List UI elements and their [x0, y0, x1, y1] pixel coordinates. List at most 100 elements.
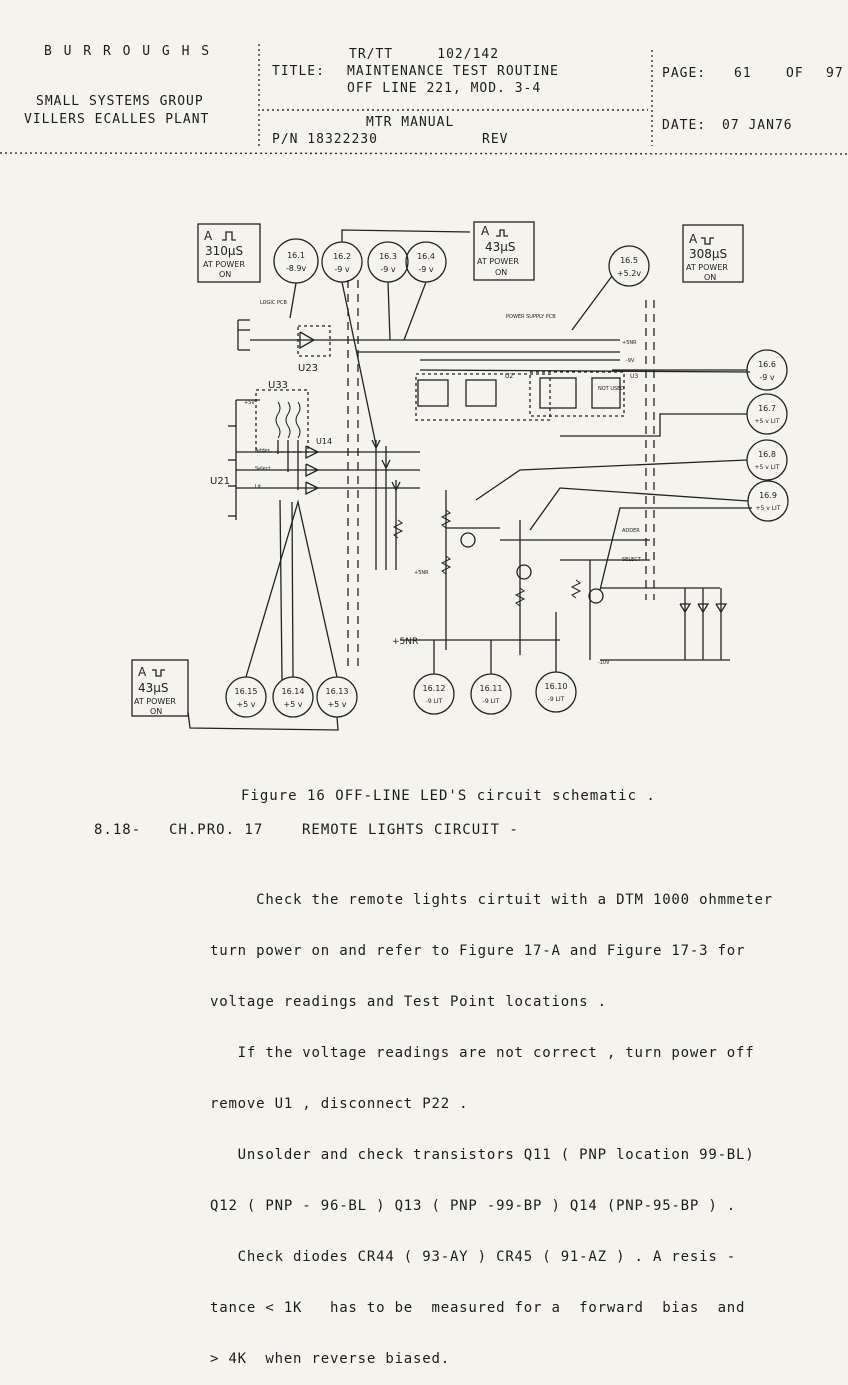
label-plus-5nr-small: +5NR: [414, 570, 429, 576]
label-pin-lit: Lit: [255, 484, 261, 490]
test-point-16-8-value: +5 v LIT: [755, 464, 780, 471]
label-plus-5nr-2: +5NR: [622, 340, 637, 346]
pulse-box-1-frame: [197, 223, 261, 283]
label-u33: U33: [268, 380, 288, 391]
pulse-box-3-note: AT POWER: [686, 263, 728, 272]
pulse-box-2-frame: [473, 221, 535, 281]
test-point-16-9-value: +5 v LIT: [756, 505, 781, 512]
section-title: REMOTE LIGHTS CIRCUIT -: [302, 822, 519, 838]
body-paragraph: Check the remote lights cirtuit with a D…: [210, 858, 773, 1385]
pulse-box-3-on: ON: [704, 273, 716, 282]
test-point-16-15-id: 16.15: [235, 687, 258, 696]
paragraph-line: remove U1 , disconnect P22 .: [210, 1096, 469, 1112]
test-point-16-15-value: +5 v: [236, 700, 255, 709]
doc-code: TR/TT 102/142: [349, 47, 500, 62]
pulse-box-texts: A 310µS AT POWER ON A 43µS AT POWER ON A…: [134, 224, 728, 716]
test-point-16-1-value: -8.9v: [286, 264, 307, 273]
test-point-16-11-id: 16.11: [480, 684, 503, 693]
manual-name: MTR MANUAL: [366, 115, 455, 130]
pulse-box-3-label: A: [689, 232, 698, 246]
label-u21: U21: [210, 476, 230, 487]
page-number: 61: [734, 66, 752, 81]
label-u3: U3: [630, 373, 638, 380]
rev-label: REV: [482, 132, 509, 147]
label-u23: U23: [298, 363, 318, 374]
title-line-2: OFF LINE 221, MOD. 3-4: [347, 81, 542, 96]
test-point-16-2-id: 16.2: [333, 252, 351, 261]
test-point-16-3-value: -9 v: [380, 265, 396, 274]
pulse-box-3-frame: [682, 224, 744, 283]
figure-caption: Figure 16 OFF-LINE LED'S circuit schemat…: [241, 788, 656, 804]
section-code: CH.PRO. 17: [169, 822, 264, 838]
header-rules: [0, 44, 848, 155]
of-label: OF: [786, 66, 804, 81]
paragraph-line: Q12 ( PNP - 96-BL ) Q13 ( PNP -99-BP ) Q…: [210, 1198, 737, 1214]
test-point-16-5-value: +5.2v: [617, 269, 641, 278]
test-point-16-14-id: 16.14: [282, 687, 305, 696]
paragraph-line: If the voltage readings are not correct …: [210, 1045, 755, 1061]
pulse-box-1-on: ON: [219, 270, 231, 279]
test-point-16-4-value: -9 v: [418, 265, 434, 274]
label-pin-adder: Adder: [255, 448, 271, 454]
pulse-box-4-note: AT POWER: [134, 697, 176, 706]
test-point-16-10-id: 16.10: [545, 682, 568, 691]
test-point-16-13-id: 16.13: [326, 687, 349, 696]
part-number: P/N 18322230: [272, 132, 378, 147]
title-line-1: MAINTENANCE TEST ROUTINE: [347, 64, 559, 79]
company-name: B U R R O U G H S: [44, 44, 212, 59]
pulse-box-1-time: 310µS: [205, 244, 243, 258]
page-total: 97: [826, 66, 844, 81]
pulse-waveform-icon: [152, 669, 165, 677]
date-label: DATE:: [662, 118, 707, 133]
label-plus-5nr: +5NR: [392, 637, 418, 647]
test-point-16-9-id: 16.9: [759, 491, 777, 500]
label-minus-9v: -9V: [626, 358, 635, 364]
test-point-16-7-id: 16.7: [758, 404, 776, 413]
pulse-box-4-on: ON: [150, 707, 162, 716]
test-point-16-4-id: 16.4: [417, 252, 435, 261]
pulse-box-2-note: AT POWER: [477, 257, 519, 266]
test-point-16-8-id: 16.8: [758, 450, 776, 459]
test-point-16-3-id: 16.3: [379, 252, 397, 261]
test-point-16-13-value: +5 v: [327, 700, 346, 709]
test-point-16-10-value: -9 LIT: [548, 696, 565, 703]
paragraph-line: Check the remote lights cirtuit with a D…: [210, 892, 773, 908]
pulse-box-2-time: 43µS: [485, 240, 516, 254]
label-pin-select: Select: [255, 466, 270, 472]
test-point-16-11-value: -9 LIT: [483, 698, 500, 705]
page-label: PAGE:: [662, 66, 707, 81]
component-labels: U23 U33 U14 U21 U2 U3 LOGIC PCB POWER SU…: [210, 300, 642, 666]
pulse-box-4-frame: [131, 659, 189, 717]
label-minus-10v: -10V: [598, 660, 610, 666]
test-point-16-2-value: -9 v: [334, 265, 350, 274]
pulse-box-1-note: AT POWER: [203, 260, 245, 269]
label-u2: U2: [505, 373, 513, 380]
paragraph-line: Check diodes CR44 ( 93-AY ) CR45 ( 91-AZ…: [210, 1249, 737, 1265]
label-adder: ADDER: [622, 528, 640, 534]
title-label: TITLE:: [272, 64, 325, 79]
pulse-waveform-icon: [222, 231, 236, 241]
test-point-16-14-value: +5 v: [283, 700, 302, 709]
pulse-box-1-label: A: [204, 229, 213, 243]
label-logic-pcb: LOGIC PCB: [260, 300, 287, 306]
pulse-waveform-icon: [496, 229, 508, 237]
test-point-labels: 16.1 -8.9v 16.2 -9 v 16.3 -9 v 16.4 -9 v…: [235, 251, 781, 709]
pulse-box-3-time: 308µS: [689, 247, 727, 261]
test-point-16-5-id: 16.5: [620, 256, 638, 265]
pulse-box-2-on: ON: [495, 268, 507, 277]
pulse-box-4-label: A: [138, 665, 147, 679]
pulse-waveform-icon: [701, 237, 714, 245]
test-point-16-7-value: +5 v LIT: [755, 418, 780, 425]
offline-led-schematic: A 310µS AT POWER ON A 43µS AT POWER ON A…: [131, 221, 789, 731]
test-point-16-6-value: -9 v: [759, 373, 775, 382]
paragraph-line: turn power on and refer to Figure 17-A a…: [210, 943, 746, 959]
label-select: SELECT: [622, 557, 642, 563]
section-number: 8.18-: [94, 822, 142, 838]
test-point-16-6-id: 16.6: [758, 360, 776, 369]
pulse-box-2-label: A: [481, 224, 490, 238]
label-not-used: NOT USED: [598, 386, 624, 392]
label-u14: U14: [316, 437, 332, 446]
label-power-supply-pcb: POWER SUPPLY PCB: [506, 314, 556, 320]
pulse-box-4-time: 43µS: [138, 681, 169, 695]
paragraph-line: voltage readings and Test Point location…: [210, 994, 607, 1010]
